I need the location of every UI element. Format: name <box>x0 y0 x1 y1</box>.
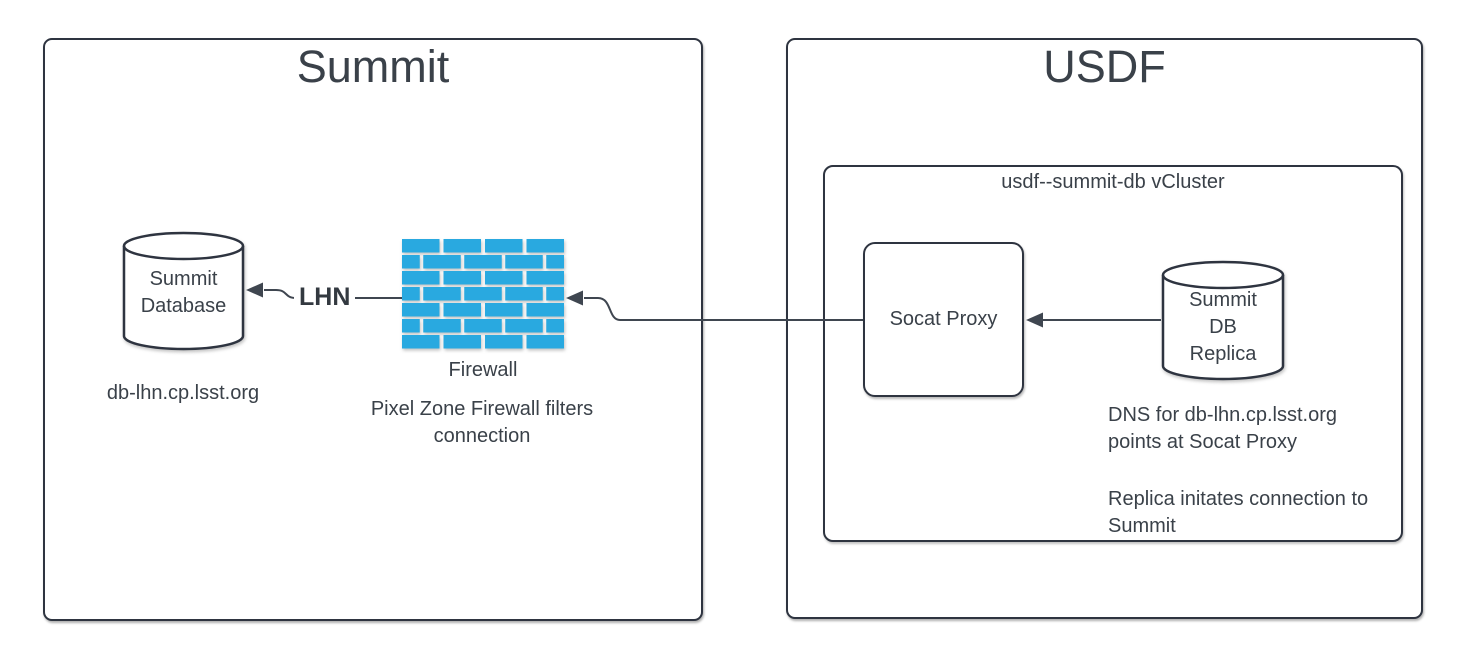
summit-database-label-line1: Summit <box>149 268 218 290</box>
firewall-note-line2: connection <box>433 425 531 447</box>
firewall-note: Pixel Zone Firewall filters connection <box>347 396 617 450</box>
replica-db-label-line3: Replica <box>1189 343 1257 365</box>
lhn-edge-label: LHN <box>294 283 356 312</box>
summit-database-label-line2: Database <box>140 295 227 317</box>
vcluster-label: usdf--summit-db vCluster <box>1001 171 1225 193</box>
replica-note: Replica initates connection to Summit <box>1108 486 1368 540</box>
socat-proxy-node: Socat Proxy <box>863 242 1024 397</box>
replica-note-line1: Replica initates connection to <box>1108 488 1369 510</box>
replica-db-label-line1: Summit <box>1189 289 1257 311</box>
summit-database-cylinder-icon <box>122 231 245 351</box>
dns-note-line2: points at Socat Proxy <box>1108 431 1297 453</box>
summit-title: Summit <box>296 41 450 92</box>
replica-db-label-line2: DB <box>1209 316 1237 338</box>
socat-proxy-label: Socat Proxy <box>889 308 998 330</box>
dns-note: DNS for db-lhn.cp.lsst.org points at Soc… <box>1108 402 1337 456</box>
summit-database-label: Summit Database <box>122 266 245 320</box>
firewall-note-line1: Pixel Zone Firewall filters <box>370 398 594 420</box>
summit-database-hostname: db-lhn.cp.lsst.org <box>106 382 260 404</box>
firewall-icon <box>402 239 564 349</box>
replica-note-line2: Summit <box>1108 515 1176 537</box>
replica-db-cylinder-icon <box>1161 260 1285 381</box>
firewall-label: Firewall <box>448 359 518 381</box>
dns-note-line1: DNS for db-lhn.cp.lsst.org <box>1108 404 1337 426</box>
replica-db-label: Summit DB Replica <box>1161 287 1285 368</box>
usdf-title: USDF <box>1043 41 1166 92</box>
